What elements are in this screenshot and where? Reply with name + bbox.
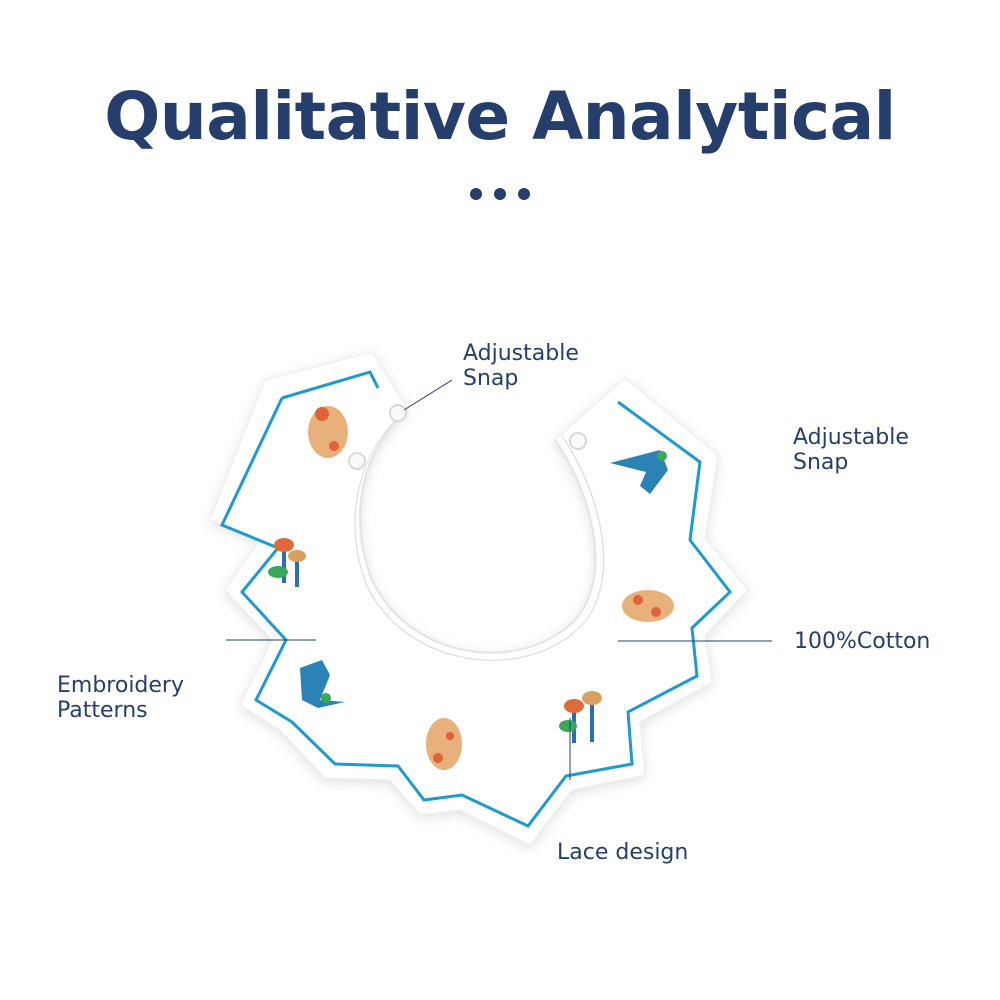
callout-text: Adjustable (463, 341, 579, 366)
lace-trim (219, 370, 733, 828)
callout-cotton: 100%Cotton (794, 629, 931, 654)
snap-button (569, 432, 587, 450)
callout-line-snap (403, 379, 453, 411)
dot (518, 188, 530, 200)
tree-embroidery (559, 691, 602, 743)
neck-stitch (354, 417, 605, 661)
neck-binding (359, 409, 597, 654)
callout-text: Embroidery (57, 673, 184, 698)
callout-embroidery: Embroidery Patterns (57, 673, 184, 723)
dino-embroidery (300, 660, 345, 708)
ellipsis-dots (470, 188, 530, 202)
dot (494, 188, 506, 200)
callout-snap-left: Adjustable Snap (463, 341, 579, 391)
callout-text: Snap (793, 450, 849, 475)
callout-text: Patterns (57, 698, 148, 723)
snap-button (348, 452, 366, 470)
callout-lace: Lace design (557, 840, 689, 865)
dino-embroidery (610, 450, 668, 494)
callout-text: Adjustable (793, 425, 909, 450)
callout-snap-right: Adjustable Snap (793, 425, 909, 475)
dino-embroidery (426, 718, 462, 770)
dino-embroidery (622, 590, 674, 622)
page-title: Qualitative Analytical (104, 78, 896, 155)
dino-embroidery (308, 406, 348, 458)
callout-text: Snap (463, 366, 519, 391)
snap-button (389, 404, 407, 422)
tree-embroidery (268, 538, 306, 587)
dot (470, 188, 482, 200)
